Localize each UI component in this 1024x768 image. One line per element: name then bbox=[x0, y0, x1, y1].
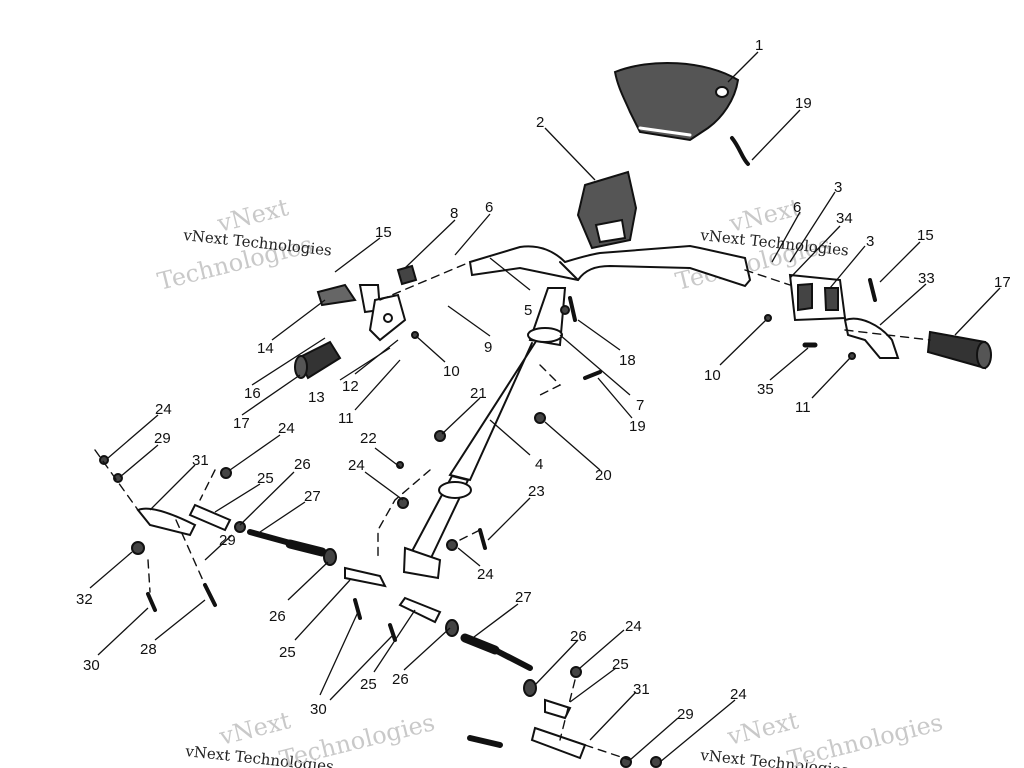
callout-35: 35 bbox=[757, 381, 774, 398]
callout-8: 8 bbox=[450, 205, 458, 222]
part-tie-rod-upper bbox=[136, 503, 387, 588]
callout-20: 20 bbox=[595, 467, 612, 484]
callout-24c: 24 bbox=[348, 457, 365, 474]
callout-24d: 24 bbox=[477, 566, 494, 583]
callout-24b: 24 bbox=[278, 420, 295, 437]
callout-21: 21 bbox=[470, 385, 487, 402]
callout-11a: 11 bbox=[338, 410, 354, 427]
callout-labels: 1 2 3 3 4 5 6 6 7 8 9 10 10 11 11 12 13 … bbox=[76, 37, 1011, 723]
callout-9: 9 bbox=[484, 339, 492, 356]
callout-10b: 10 bbox=[704, 367, 721, 384]
callout-24a: 24 bbox=[155, 401, 172, 418]
callout-15b: 15 bbox=[917, 227, 934, 244]
callout-12: 12 bbox=[342, 378, 359, 395]
part-right-lever bbox=[843, 317, 900, 359]
callout-26d: 26 bbox=[570, 628, 587, 645]
callout-3b: 3 bbox=[866, 233, 874, 250]
part-handlebar bbox=[468, 244, 752, 288]
callout-13: 13 bbox=[308, 389, 325, 406]
part-clamp bbox=[396, 264, 418, 286]
callout-34: 34 bbox=[836, 210, 853, 227]
callout-29c: 29 bbox=[677, 706, 694, 723]
callout-19a: 19 bbox=[795, 95, 812, 112]
callout-30a: 30 bbox=[83, 657, 100, 674]
callout-19b: 19 bbox=[629, 418, 646, 435]
part-tie-rod-lower bbox=[398, 596, 587, 760]
callout-25b: 25 bbox=[279, 644, 296, 661]
leader-lines bbox=[89, 51, 1001, 763]
callout-4: 4 bbox=[535, 456, 543, 473]
callout-33: 33 bbox=[918, 270, 935, 287]
callout-3a: 3 bbox=[834, 179, 842, 196]
svg-text:vNext: vNext bbox=[216, 706, 294, 751]
callout-7: 7 bbox=[636, 397, 644, 414]
watermark-bottom-right: vNext vNext Technologies Technologies bbox=[699, 706, 946, 768]
callout-24e: 24 bbox=[625, 618, 642, 635]
callout-6b: 6 bbox=[793, 199, 801, 216]
svg-text:Technologies: Technologies bbox=[277, 708, 438, 768]
svg-text:vNext: vNext bbox=[724, 706, 802, 751]
part-left-control bbox=[316, 283, 407, 342]
watermark-top-left: vNext Technologies vNext Technologies bbox=[155, 193, 333, 296]
part-steering-column bbox=[402, 287, 567, 580]
callout-23: 23 bbox=[528, 483, 545, 500]
callout-25a: 25 bbox=[257, 470, 274, 487]
callout-18: 18 bbox=[619, 352, 636, 369]
callout-31a: 31 bbox=[192, 452, 209, 469]
callout-30b: 30 bbox=[310, 701, 327, 718]
callout-1: 1 bbox=[755, 37, 763, 54]
callout-26b: 26 bbox=[269, 608, 286, 625]
callout-32: 32 bbox=[76, 591, 93, 608]
callout-27a: 27 bbox=[304, 488, 321, 505]
callout-28: 28 bbox=[140, 641, 157, 658]
part-box-pad bbox=[576, 170, 638, 250]
callout-27b: 27 bbox=[515, 589, 532, 606]
callout-10a: 10 bbox=[443, 363, 460, 380]
callout-15a: 15 bbox=[375, 224, 392, 241]
callout-16: 16 bbox=[244, 385, 261, 402]
callout-25c: 25 bbox=[360, 676, 377, 693]
callout-6a: 6 bbox=[485, 199, 493, 216]
callout-11b: 11 bbox=[795, 399, 811, 416]
callout-29a: 29 bbox=[154, 430, 171, 447]
callout-29b: 29 bbox=[219, 532, 236, 549]
callout-31b: 31 bbox=[633, 681, 650, 698]
callout-24f: 24 bbox=[730, 686, 747, 703]
callout-2: 2 bbox=[536, 114, 544, 131]
part-left-grip bbox=[294, 340, 342, 380]
part-right-switch bbox=[788, 273, 847, 322]
part-fasteners bbox=[99, 278, 877, 768]
svg-text:Technologies: Technologies bbox=[785, 708, 946, 768]
callout-17a: 17 bbox=[233, 415, 250, 432]
callout-17b: 17 bbox=[994, 274, 1011, 291]
part-wire-top bbox=[730, 136, 750, 166]
callout-14: 14 bbox=[257, 340, 274, 357]
callout-26c: 26 bbox=[392, 671, 409, 688]
part-right-grip bbox=[926, 330, 992, 370]
callout-25d: 25 bbox=[612, 656, 629, 673]
callout-22: 22 bbox=[360, 430, 377, 447]
part-handlebar-pad bbox=[613, 61, 740, 142]
callout-26a: 26 bbox=[294, 456, 311, 473]
assembly-lines bbox=[94, 261, 931, 761]
callout-5: 5 bbox=[524, 302, 532, 319]
